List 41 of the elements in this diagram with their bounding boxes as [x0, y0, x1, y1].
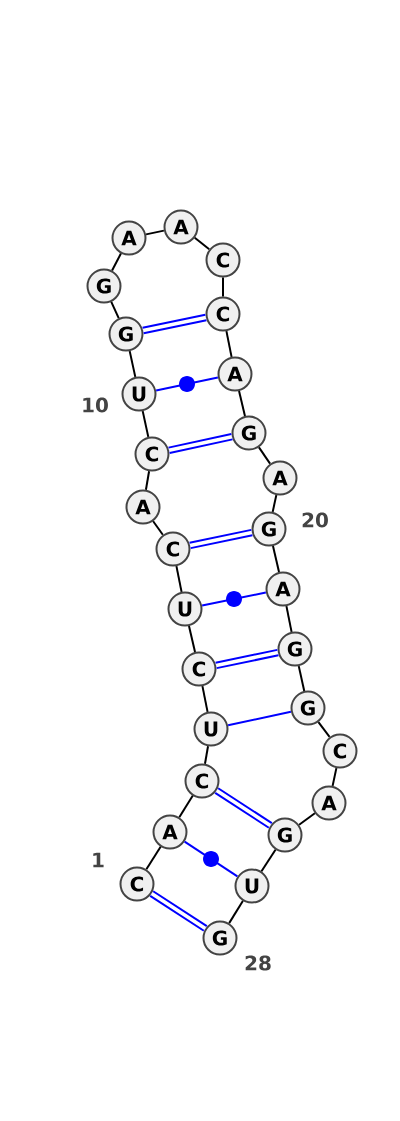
backbone-line	[331, 767, 338, 787]
backbone-line	[152, 520, 164, 536]
backbone-line	[257, 446, 272, 465]
position-number: 10	[83, 397, 108, 413]
backbone-line	[145, 845, 162, 871]
backbone-line	[193, 236, 211, 251]
backbone-line	[145, 229, 165, 236]
base-pair-line	[214, 787, 273, 829]
base-pair-line	[201, 591, 267, 607]
base-pair-line	[168, 433, 233, 454]
backbone-line	[225, 330, 233, 358]
base-pair-line	[149, 890, 208, 932]
base-pair-line	[142, 313, 207, 335]
base-pair-line	[183, 840, 239, 878]
position-number: 1	[93, 852, 104, 868]
backbone-line	[228, 899, 244, 925]
backbone-line	[128, 350, 137, 378]
base-pair-line	[155, 376, 219, 392]
backbone-line	[285, 605, 293, 633]
backbone-line	[141, 410, 150, 438]
backbone-line	[201, 685, 209, 713]
base-pair-line	[215, 648, 279, 670]
position-number: 20	[302, 512, 328, 528]
position-number: 28	[245, 955, 271, 971]
backbone-line	[297, 665, 306, 692]
backbone-line	[110, 300, 120, 320]
backbone-line	[178, 794, 194, 819]
backbone-line	[111, 252, 122, 272]
backbone-line	[317, 721, 331, 738]
backbone-line	[222, 276, 224, 298]
backbone-line	[298, 812, 316, 826]
backbone-line	[271, 494, 278, 513]
backbone-line	[238, 390, 246, 417]
backbone-line	[175, 565, 183, 593]
backbone-line	[272, 545, 280, 573]
base-pair-line	[189, 528, 253, 550]
backbone-line	[204, 745, 209, 765]
base-pair-line	[227, 710, 292, 727]
backbone-line	[144, 470, 151, 491]
backbone-line	[188, 625, 196, 653]
backbone-line	[260, 848, 277, 873]
